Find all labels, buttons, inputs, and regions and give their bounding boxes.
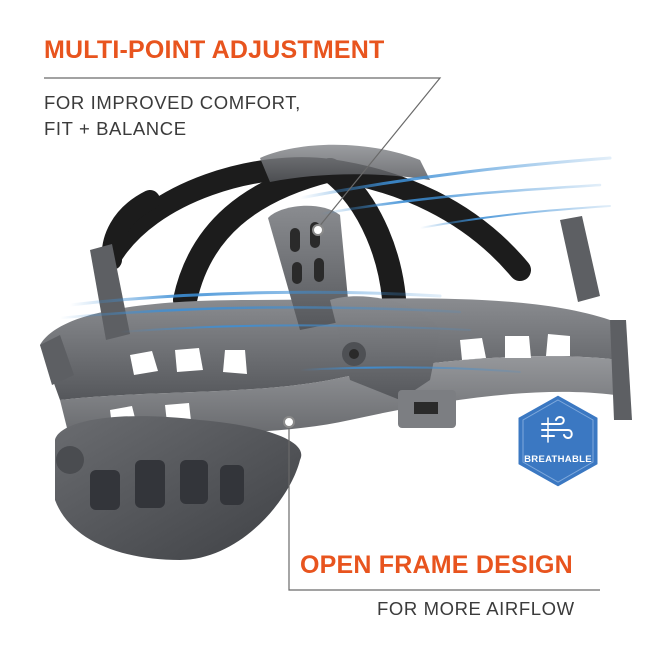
headband-frame [40, 298, 620, 440]
airflow-icon [541, 415, 573, 443]
callout-heading-top: MULTI-POINT ADJUSTMENT [44, 36, 385, 64]
callout-lines [44, 77, 600, 591]
callout-heading-bottom: OPEN FRAME DESIGN [300, 551, 573, 579]
nape-pad [55, 416, 302, 560]
front-plate [330, 296, 456, 428]
callout-subtext-top-line-2: FIT + BALANCE [44, 118, 187, 139]
hexagon-badge-shape [515, 392, 601, 490]
badge-label: BREATHABLE [524, 454, 592, 465]
callout-subtext-top: FOR IMPROVED COMFORT, FIT + BALANCE [44, 90, 301, 142]
callout-dot-bottom [283, 416, 295, 428]
crown-plate [260, 144, 430, 182]
airflow-streaks [58, 156, 612, 373]
callout-subtext-top-line-1: FOR IMPROVED COMFORT, [44, 92, 301, 113]
breathable-badge: BREATHABLE [515, 392, 601, 490]
callout-subtext-bottom: FOR MORE AIRFLOW [377, 598, 575, 619]
side-hinges [40, 216, 632, 420]
callout-dot-top [312, 224, 324, 236]
